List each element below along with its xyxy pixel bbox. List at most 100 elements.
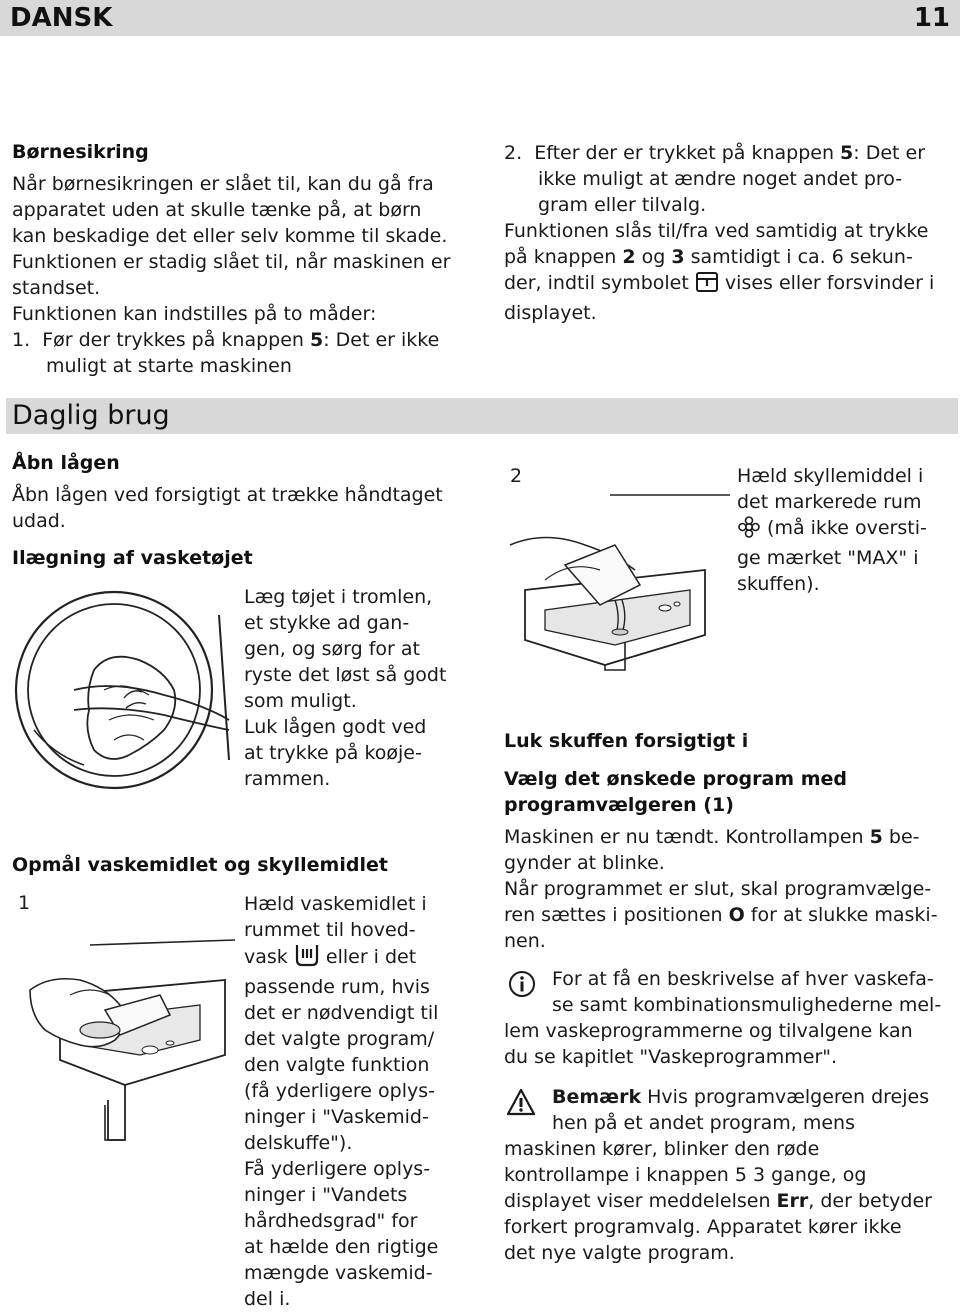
loading-heading: Ilægning af vasketøjet bbox=[12, 547, 253, 569]
text-line: se samt kombinationsmulighederne mel- bbox=[552, 994, 942, 1016]
text-line: Når børnesikringen er slået til, kan du … bbox=[12, 173, 434, 195]
text-span: 2. Efter der er trykket på knappen bbox=[504, 142, 841, 164]
text-line: ninger i "Vandets bbox=[244, 1184, 408, 1206]
text-line: (må ikke oversti- bbox=[737, 515, 927, 545]
softener-text: Hæld skyllemiddel i det markerede rum (m… bbox=[737, 463, 927, 597]
step-number-1: 1 bbox=[18, 892, 31, 914]
warning-icon bbox=[506, 1088, 536, 1116]
button-ref: 5 bbox=[840, 142, 854, 164]
heading-line: Vælg det ønskede program med bbox=[504, 768, 848, 790]
text-line: vask eller i det bbox=[244, 943, 438, 974]
text-line: Maskinen er nu tændt. Kontrollampen 5 be… bbox=[504, 824, 938, 850]
text-line: Luk lågen godt ved bbox=[244, 716, 427, 738]
text-line: passende rum, hvis bbox=[244, 976, 430, 998]
text-line: Funktionen slås til/fra ved samtidig at … bbox=[504, 220, 929, 242]
button-ref: 5 bbox=[310, 329, 324, 351]
warning-note: Bemærk Hvis programvælgeren drejes hen p… bbox=[504, 1084, 932, 1266]
text-line: displayet. bbox=[504, 302, 597, 324]
note-label: Bemærk bbox=[552, 1086, 642, 1108]
text-line: gynder at blinke. bbox=[504, 852, 665, 874]
text-span: , der betyder bbox=[808, 1190, 932, 1212]
drum-illustration bbox=[14, 590, 230, 790]
list-item-1: 1. Før der trykkes på knappen 5: Det er … bbox=[12, 327, 450, 353]
section-title: Daglig brug bbox=[12, 400, 170, 431]
text-span: på knappen bbox=[504, 246, 623, 268]
detergent-heading: Opmål vaskemidlet og skyllemidlet bbox=[12, 854, 388, 876]
text-line: Funktionen er stadig slået til, når mask… bbox=[12, 251, 451, 273]
select-program-text: Maskinen er nu tændt. Kontrollampen 5 be… bbox=[504, 824, 938, 954]
text-line: standset. bbox=[12, 277, 101, 299]
text-span: Maskinen er nu tændt. Kontrollampen bbox=[504, 826, 870, 848]
text-line: kan beskadige det eller selv komme til s… bbox=[12, 225, 448, 247]
text-line: den valgte funktion bbox=[244, 1054, 430, 1076]
section-bar bbox=[6, 398, 958, 434]
text-line: som muligt. bbox=[244, 690, 357, 712]
button-ref: 2 bbox=[622, 246, 636, 268]
text-line: lem vaskeprogrammerne og tilvalgene kan bbox=[504, 1020, 913, 1042]
text-line: et stykke ad gan- bbox=[244, 612, 410, 634]
text-line: ninger i "Vaskemid- bbox=[244, 1106, 429, 1128]
text-line: displayet viser meddelelsen Err, der bet… bbox=[504, 1188, 932, 1214]
heading-line: programvælgeren (1) bbox=[504, 794, 734, 816]
text-span: ren sættes i positionen bbox=[504, 904, 729, 926]
text-span: eller i det bbox=[319, 946, 417, 968]
text-line: gen, og sørg for at bbox=[244, 638, 420, 660]
detergent-drawer-illustration bbox=[29, 939, 236, 1141]
text-span: og bbox=[635, 246, 672, 268]
text-line: hårdhedsgrad" for bbox=[244, 1210, 418, 1232]
button-ref: 3 bbox=[671, 246, 685, 268]
text-line: Bemærk Hvis programvælgeren drejes bbox=[504, 1084, 932, 1110]
info-icon bbox=[509, 971, 535, 997]
softener-flower-icon bbox=[737, 516, 761, 545]
step-number-2: 2 bbox=[510, 465, 523, 487]
text-line: gram eller tilvalg. bbox=[538, 194, 707, 216]
text-line: det markerede rum bbox=[737, 491, 922, 513]
text-line: Læg tøjet i tromlen, bbox=[244, 586, 433, 608]
text-line: ikke muligt at ændre noget andet pro- bbox=[538, 168, 903, 190]
open-door-text: Åbn lågen ved forsigtigt at trække håndt… bbox=[12, 482, 443, 534]
text-line: det er nødvendigt til bbox=[244, 1002, 439, 1024]
child-lock-text: Når børnesikringen er slået til, kan du … bbox=[12, 171, 450, 379]
text-span: be- bbox=[882, 826, 920, 848]
position-ref: O bbox=[728, 904, 745, 926]
text-line: Åbn lågen ved forsigtigt at trække håndt… bbox=[12, 484, 443, 506]
text-span: der, indtil symbolet bbox=[504, 272, 695, 294]
text-line: kontrollampe i knappen 5 3 gange, og bbox=[504, 1164, 867, 1186]
text-span: 1. Før der trykkes på knappen bbox=[12, 329, 310, 351]
text-span: : Det er ikke bbox=[323, 329, 440, 351]
text-line: apparatet uden at skulle tænke på, at bø… bbox=[12, 199, 422, 221]
softener-drawer-illustration bbox=[509, 494, 730, 671]
text-span: vises eller forsvinder i bbox=[718, 272, 935, 294]
loading-text: Læg tøjet i tromlen, et stykke ad gan- g… bbox=[244, 584, 446, 792]
text-line: mængde vaskemid- bbox=[244, 1262, 433, 1284]
text-line: rummet til hoved- bbox=[244, 919, 416, 941]
text-line: at trykke på koøje- bbox=[244, 742, 422, 764]
text-line: Hæld skyllemiddel i bbox=[737, 465, 924, 487]
text-line: udad. bbox=[12, 510, 66, 532]
text-line: der, indtil symbolet vises eller forsvin… bbox=[504, 270, 934, 300]
text-line: at hælde den rigtige bbox=[244, 1236, 439, 1258]
text-line: maskinen kører, blinker den røde bbox=[504, 1138, 820, 1160]
text-span: displayet viser meddelelsen bbox=[504, 1190, 777, 1212]
text-line: muligt at starte maskinen bbox=[46, 355, 292, 377]
page-header-bar bbox=[0, 0, 960, 36]
text-line: (få yderligere oplys- bbox=[244, 1080, 435, 1102]
select-program-heading: Vælg det ønskede program med programvælg… bbox=[504, 766, 847, 818]
text-line: nen. bbox=[504, 930, 546, 952]
text-span: vask bbox=[244, 946, 294, 968]
text-span: samtidigt i ca. 6 sekun- bbox=[684, 246, 913, 268]
text-line: på knappen 2 og 3 samtidigt i ca. 6 seku… bbox=[504, 244, 934, 270]
open-door-heading: Åbn lågen bbox=[12, 452, 120, 474]
text-span: (må ikke oversti- bbox=[761, 517, 927, 539]
text-line: det nye valgte program. bbox=[504, 1242, 735, 1264]
text-span: Hvis programvælgeren drejes bbox=[641, 1086, 930, 1108]
text-line: Når programmet er slut, skal programvælg… bbox=[504, 878, 932, 900]
language-label: DANSK bbox=[10, 3, 113, 33]
text-line: For at få en beskrivelse af hver vaskefa… bbox=[552, 968, 934, 990]
text-line: hen på et andet program, mens bbox=[552, 1112, 855, 1134]
text-line: skuffen). bbox=[737, 573, 820, 595]
error-code: Err bbox=[776, 1190, 809, 1212]
text-line: Få yderligere oplys- bbox=[244, 1158, 431, 1180]
text-line: ryste det løst så godt bbox=[244, 664, 447, 686]
child-lock-text-continued: 2. Efter der er trykket på knappen 5: De… bbox=[504, 140, 934, 326]
